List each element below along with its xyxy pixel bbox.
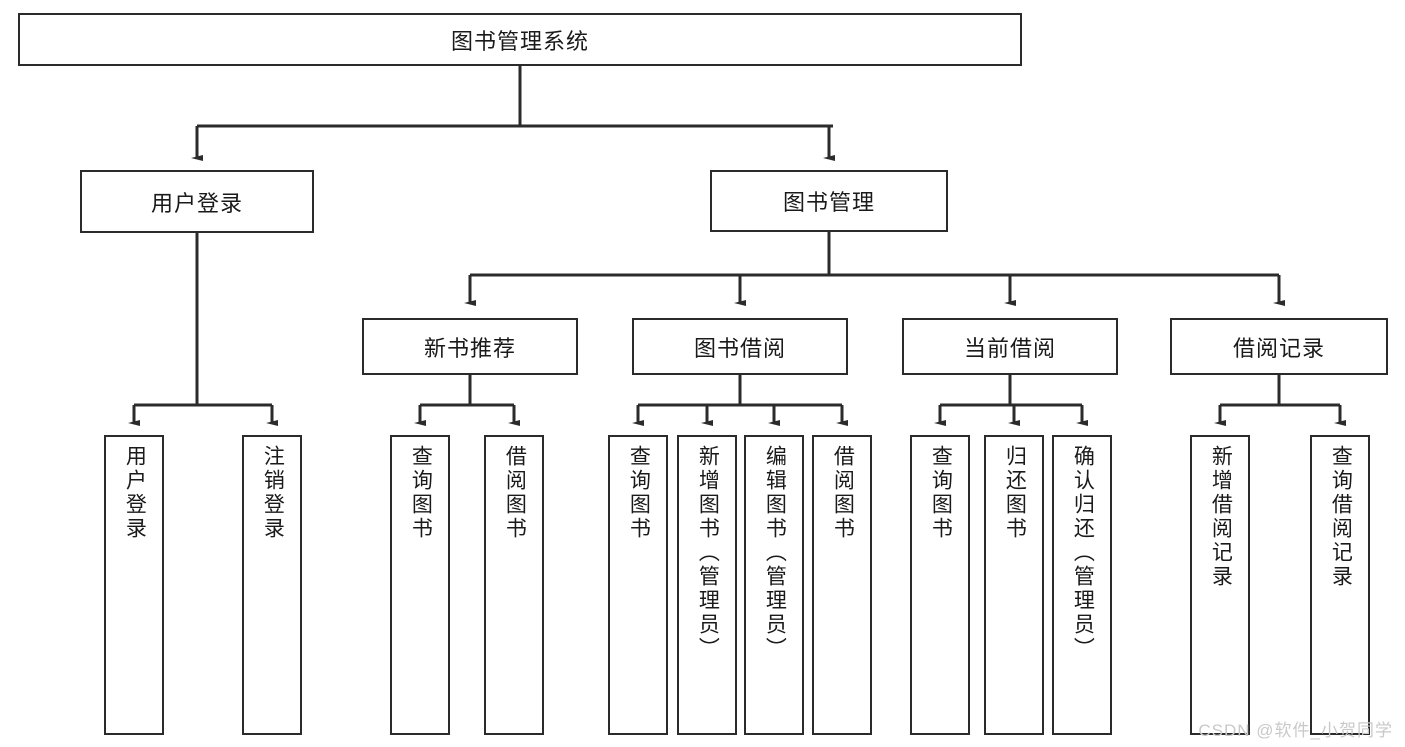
node-label: 新增图书（管理员） — [696, 445, 720, 661]
leaf-borrow-book[interactable]: 借阅图书 — [812, 435, 872, 735]
node-label: 查询图书 — [929, 445, 953, 541]
node-borrow-record[interactable]: 借阅记录 — [1170, 318, 1388, 375]
node-label: 图书管理系统 — [450, 28, 589, 54]
leaf-query-book-current[interactable]: 查询图书 — [910, 435, 970, 735]
leaf-user-login[interactable]: 用户登录 — [104, 435, 164, 735]
leaf-confirm-return-admin[interactable]: 确认归还（管理员） — [1052, 435, 1112, 735]
node-current-borrow[interactable]: 当前借阅 — [902, 318, 1118, 375]
node-label: 图书借阅 — [693, 335, 786, 361]
node-label: 查询图书 — [627, 445, 651, 541]
node-label: 编辑图书（管理员） — [763, 445, 787, 661]
node-label: 归还图书 — [1003, 445, 1027, 541]
leaf-add-book-admin[interactable]: 新增图书（管理员） — [677, 435, 737, 735]
node-label: 查询图书 — [409, 445, 433, 541]
node-label: 图书管理 — [782, 190, 875, 215]
node-book-borrow[interactable]: 图书借阅 — [632, 318, 848, 375]
leaf-query-book-recommend[interactable]: 查询图书 — [390, 435, 450, 735]
node-label: 当前借阅 — [963, 335, 1056, 361]
leaf-query-book-borrow[interactable]: 查询图书 — [608, 435, 668, 735]
leaf-edit-book-admin[interactable]: 编辑图书（管理员） — [744, 435, 804, 735]
leaf-user-logout[interactable]: 注销登录 — [242, 435, 302, 735]
node-label: 新书推荐 — [423, 335, 516, 361]
node-label: 用户登录 — [123, 445, 147, 541]
node-label: 借阅图书 — [831, 445, 855, 541]
node-label: 查询借阅记录 — [1329, 445, 1353, 589]
node-new-book-recommend[interactable]: 新书推荐 — [362, 318, 578, 375]
node-label: 新增借阅记录 — [1209, 445, 1233, 589]
leaf-query-borrow-record[interactable]: 查询借阅记录 — [1310, 435, 1370, 735]
node-root-title[interactable]: 图书管理系统 — [18, 13, 1022, 66]
leaf-borrow-book-recommend[interactable]: 借阅图书 — [484, 435, 544, 735]
node-label: 注销登录 — [261, 445, 285, 541]
node-label: 借阅图书 — [503, 445, 527, 541]
leaf-return-book[interactable]: 归还图书 — [984, 435, 1044, 735]
node-book-manage[interactable]: 图书管理 — [710, 170, 948, 232]
node-label: 确认归还（管理员） — [1071, 445, 1095, 661]
leaf-add-borrow-record[interactable]: 新增借阅记录 — [1190, 435, 1250, 735]
node-label: 用户登录 — [150, 190, 243, 216]
node-label: 借阅记录 — [1232, 335, 1325, 361]
node-user-login[interactable]: 用户登录 — [80, 170, 314, 233]
